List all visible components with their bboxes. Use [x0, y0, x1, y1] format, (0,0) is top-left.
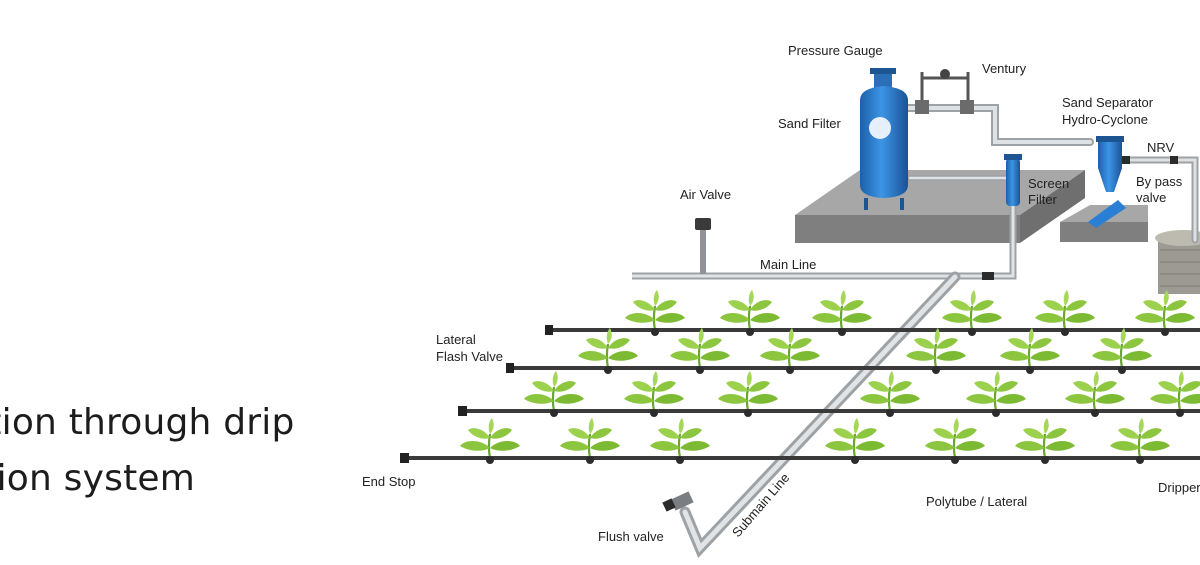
- hydro-cyclone-unit: [1088, 136, 1126, 228]
- label-nrv: NRV: [1147, 140, 1175, 155]
- label-bypass-valve: valve: [1136, 190, 1166, 205]
- sand-filter-tank: [860, 68, 908, 210]
- label-sand-filter: Sand Filter: [778, 116, 842, 131]
- label-flush-valve: Flush valve: [598, 529, 664, 544]
- water-well: [1155, 230, 1200, 294]
- label-lateral: Lateral: [436, 332, 476, 347]
- lateral-end-caps: [400, 325, 553, 463]
- headline-line-2: ation system: [0, 458, 196, 499]
- label-polytube: Polytube / Lateral: [926, 494, 1027, 509]
- label-end-stop: End Stop: [362, 474, 416, 489]
- ventury-assembly: [915, 69, 974, 114]
- main-line-pipe: [632, 206, 1017, 280]
- headline-line-1: gation through drip: [0, 402, 295, 443]
- air-valve: [695, 218, 711, 274]
- label-ventury: Ventury: [982, 61, 1027, 76]
- label-air-valve: Air Valve: [680, 187, 731, 202]
- flush-valve: [662, 491, 694, 512]
- label-bypass: By pass: [1136, 174, 1183, 189]
- label-pressure-gauge: Pressure Gauge: [788, 43, 883, 58]
- label-filter: Filter: [1028, 192, 1058, 207]
- label-screen: Screen: [1028, 176, 1069, 191]
- label-dripper: Dripper: [1158, 480, 1200, 495]
- label-main-line: Main Line: [760, 257, 816, 272]
- header-pipework: [904, 104, 1199, 244]
- label-sand-separator: Sand Separator: [1062, 95, 1154, 110]
- label-flash-valve: Flash Valve: [436, 349, 503, 364]
- label-hydro-cyclone: Hydro-Cyclone: [1062, 112, 1148, 127]
- screen-filter-unit: [1004, 154, 1022, 206]
